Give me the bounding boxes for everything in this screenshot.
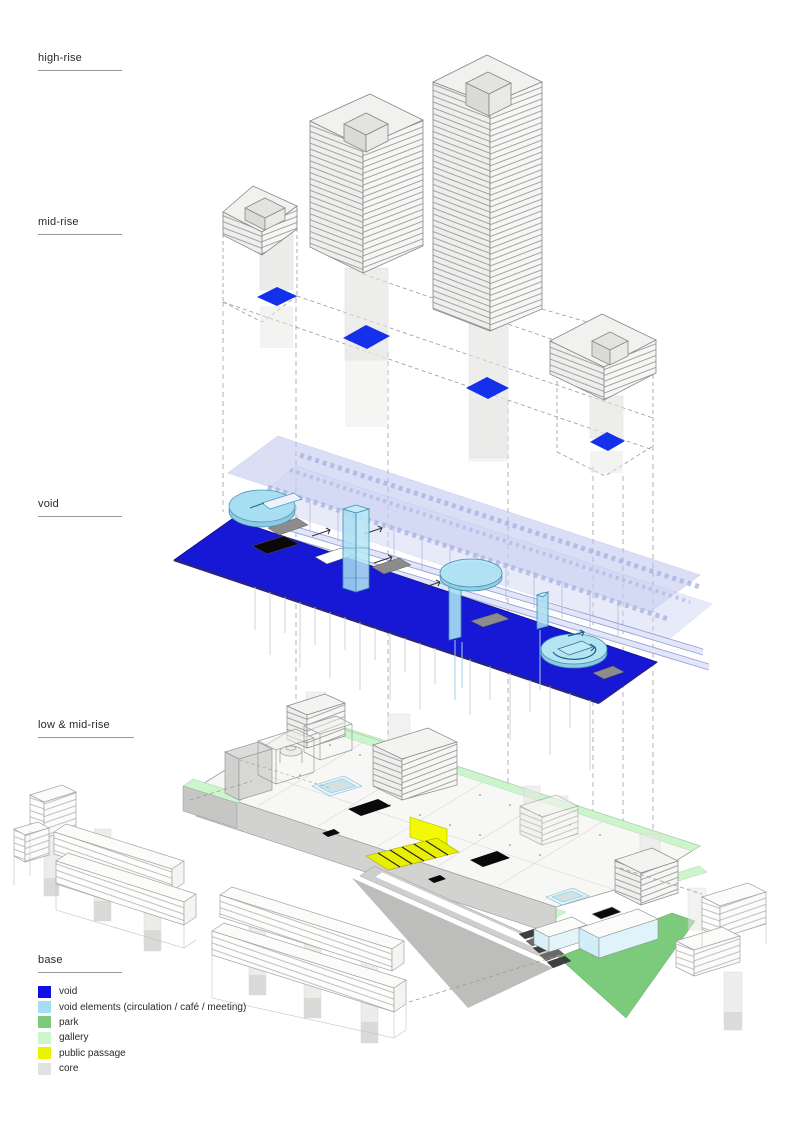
circulation-column bbox=[535, 591, 550, 630]
void-footprint bbox=[257, 287, 297, 306]
low-box-right bbox=[549, 313, 657, 401]
cafe-disc bbox=[439, 558, 503, 641]
pool bbox=[311, 775, 590, 906]
legend-swatch-public-passage bbox=[38, 1047, 51, 1060]
legend: void void elements (circulation / café /… bbox=[38, 984, 246, 1076]
fan-ramp bbox=[228, 489, 296, 523]
pavilion-boxes bbox=[533, 906, 659, 959]
tower-mid bbox=[309, 93, 424, 274]
legend-swatch-void bbox=[38, 985, 51, 998]
legend-item-gallery: gallery bbox=[38, 1030, 246, 1045]
section-label-void: void bbox=[38, 498, 122, 517]
legend-label: park bbox=[59, 1016, 79, 1028]
base-dashed-links bbox=[189, 780, 703, 1003]
legend-label: gallery bbox=[59, 1032, 89, 1044]
section-label-text: mid-rise bbox=[38, 216, 79, 228]
legend-item-public-passage: public passage bbox=[38, 1046, 246, 1061]
section-label-low-mid-rise: low & mid-rise bbox=[38, 719, 134, 738]
circulation-tower bbox=[341, 504, 371, 593]
section-label-text: void bbox=[38, 498, 59, 510]
section-label-text: low & mid-rise bbox=[38, 719, 110, 731]
high-rise-layer bbox=[222, 54, 657, 477]
legend-swatch-core bbox=[38, 1062, 51, 1075]
void-footprint bbox=[590, 432, 625, 451]
section-label-mid-rise: mid-rise bbox=[38, 216, 122, 235]
legend-label: public passage bbox=[59, 1047, 126, 1059]
legend-label: void bbox=[59, 986, 78, 998]
legend-label: core bbox=[59, 1063, 79, 1075]
meeting-disc bbox=[540, 629, 608, 669]
void-footprint bbox=[466, 377, 509, 399]
plant-structure bbox=[224, 715, 353, 801]
section-label-text: base bbox=[38, 954, 63, 966]
void-layer bbox=[173, 435, 713, 770]
low-box-left bbox=[222, 185, 298, 256]
legend-swatch-void-elements bbox=[38, 1001, 51, 1014]
public-passage bbox=[365, 816, 460, 871]
void-footprint bbox=[343, 325, 390, 349]
podium-layer bbox=[182, 691, 708, 1019]
hanging-columns bbox=[254, 587, 591, 770]
cyan-hangers bbox=[454, 630, 541, 700]
void-elements bbox=[228, 489, 608, 669]
base-cluster-right bbox=[675, 882, 767, 1031]
base-cluster-center bbox=[211, 886, 407, 1044]
legend-label: void elements (circulation / café / meet… bbox=[59, 1001, 247, 1013]
legend-item-core: core bbox=[38, 1061, 246, 1076]
legend-swatch-park bbox=[38, 1016, 51, 1029]
base-layer bbox=[13, 780, 767, 1044]
legend-item-void: void bbox=[38, 984, 246, 999]
legend-swatch-gallery bbox=[38, 1031, 51, 1044]
tower-tall bbox=[432, 54, 543, 332]
section-label-text: high-rise bbox=[38, 52, 82, 64]
section-label-high-rise: high-rise bbox=[38, 52, 122, 71]
ramp-embankment bbox=[352, 878, 553, 1008]
base-cluster-left bbox=[13, 784, 197, 952]
legend-item-park: park bbox=[38, 1015, 246, 1030]
legend-item-void-elements: void elements (circulation / café / meet… bbox=[38, 999, 246, 1014]
section-label-base: base bbox=[38, 954, 122, 973]
